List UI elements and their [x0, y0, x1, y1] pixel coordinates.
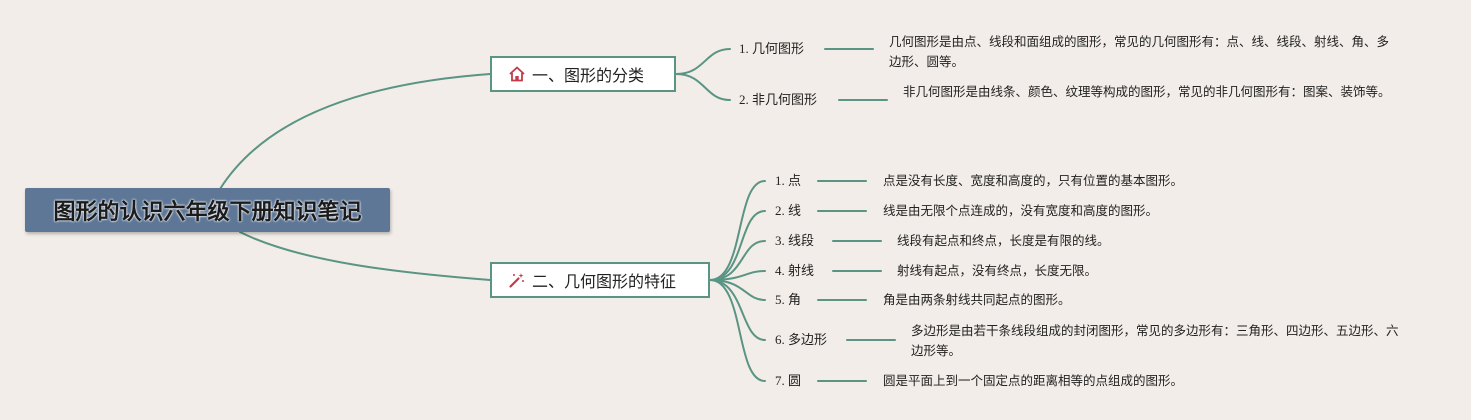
description-ray: 射线有起点，没有终点，长度无限。	[897, 263, 1098, 278]
description-line: 线是由无限个点连成的，没有宽度和高度的图形。	[883, 203, 1159, 218]
home-icon	[508, 65, 526, 83]
branch-label: 一、图形的分类	[532, 66, 645, 85]
magic-wand-icon	[508, 271, 526, 289]
connector-branch-2-item-6	[709, 279, 766, 341]
connector-root-branch-1	[219, 73, 491, 190]
subtopic-polygon[interactable]: 6. 多边形	[775, 332, 828, 347]
connector-branch-1-item-2	[675, 73, 731, 101]
subtopic-ray[interactable]: 4. 射线	[775, 263, 815, 278]
connector-branch-2-item-7	[709, 279, 766, 382]
connector-branch-2-item-1	[709, 180, 766, 281]
subtopic-geometric-figures[interactable]: 1. 几何图形	[739, 41, 805, 56]
connector-branch-2-item-3	[709, 240, 766, 281]
subtopic-point[interactable]: 1. 点	[775, 173, 802, 188]
subtopic-non-geometric-figures[interactable]: 2. 非几何图形	[739, 92, 818, 107]
connector-root-branch-2	[239, 231, 491, 281]
subtopic-angle[interactable]: 5. 角	[775, 292, 802, 307]
description-line-segment: 线段有起点和终点，长度是有限的线。	[897, 233, 1110, 248]
connector-branch-2-item-2	[709, 210, 766, 281]
description-angle: 角是由两条射线共同起点的图形。	[883, 292, 1071, 307]
description-point: 点是没有长度、宽度和高度的，只有位置的基本图形。	[883, 173, 1184, 188]
connector-branch-1-item-1	[675, 48, 731, 75]
branch-topic-features[interactable]: 二、几何图形的特征	[490, 262, 710, 298]
subtopic-circle[interactable]: 7. 圆	[775, 373, 802, 388]
description-geometric-figures: 几何图形是由点、线段和面组成的图形，常见的几何图形有：点、线、线段、射线、角、多…	[889, 34, 1390, 69]
branch-topic-classification[interactable]: 一、图形的分类	[490, 56, 676, 92]
description-polygon: 多边形是由若干条线段组成的封闭图形，常见的多边形有：三角形、四边形、五边形、六边…	[911, 323, 1399, 358]
subtopic-line[interactable]: 2. 线	[775, 203, 802, 218]
root-title: 图形的认识六年级下册知识笔记	[53, 200, 362, 225]
description-non-geometric-figures: 非几何图形是由线条、颜色、纹理等构成的图形，常见的非几何图形有：图案、装饰等。	[903, 84, 1391, 99]
root-topic[interactable]: 图形的认识六年级下册知识笔记	[25, 188, 390, 232]
description-circle: 圆是平面上到一个固定点的距离相等的点组成的图形。	[883, 373, 1184, 388]
branch-label: 二、几何图形的特征	[532, 272, 677, 291]
subtopic-line-segment[interactable]: 3. 线段	[775, 233, 815, 248]
